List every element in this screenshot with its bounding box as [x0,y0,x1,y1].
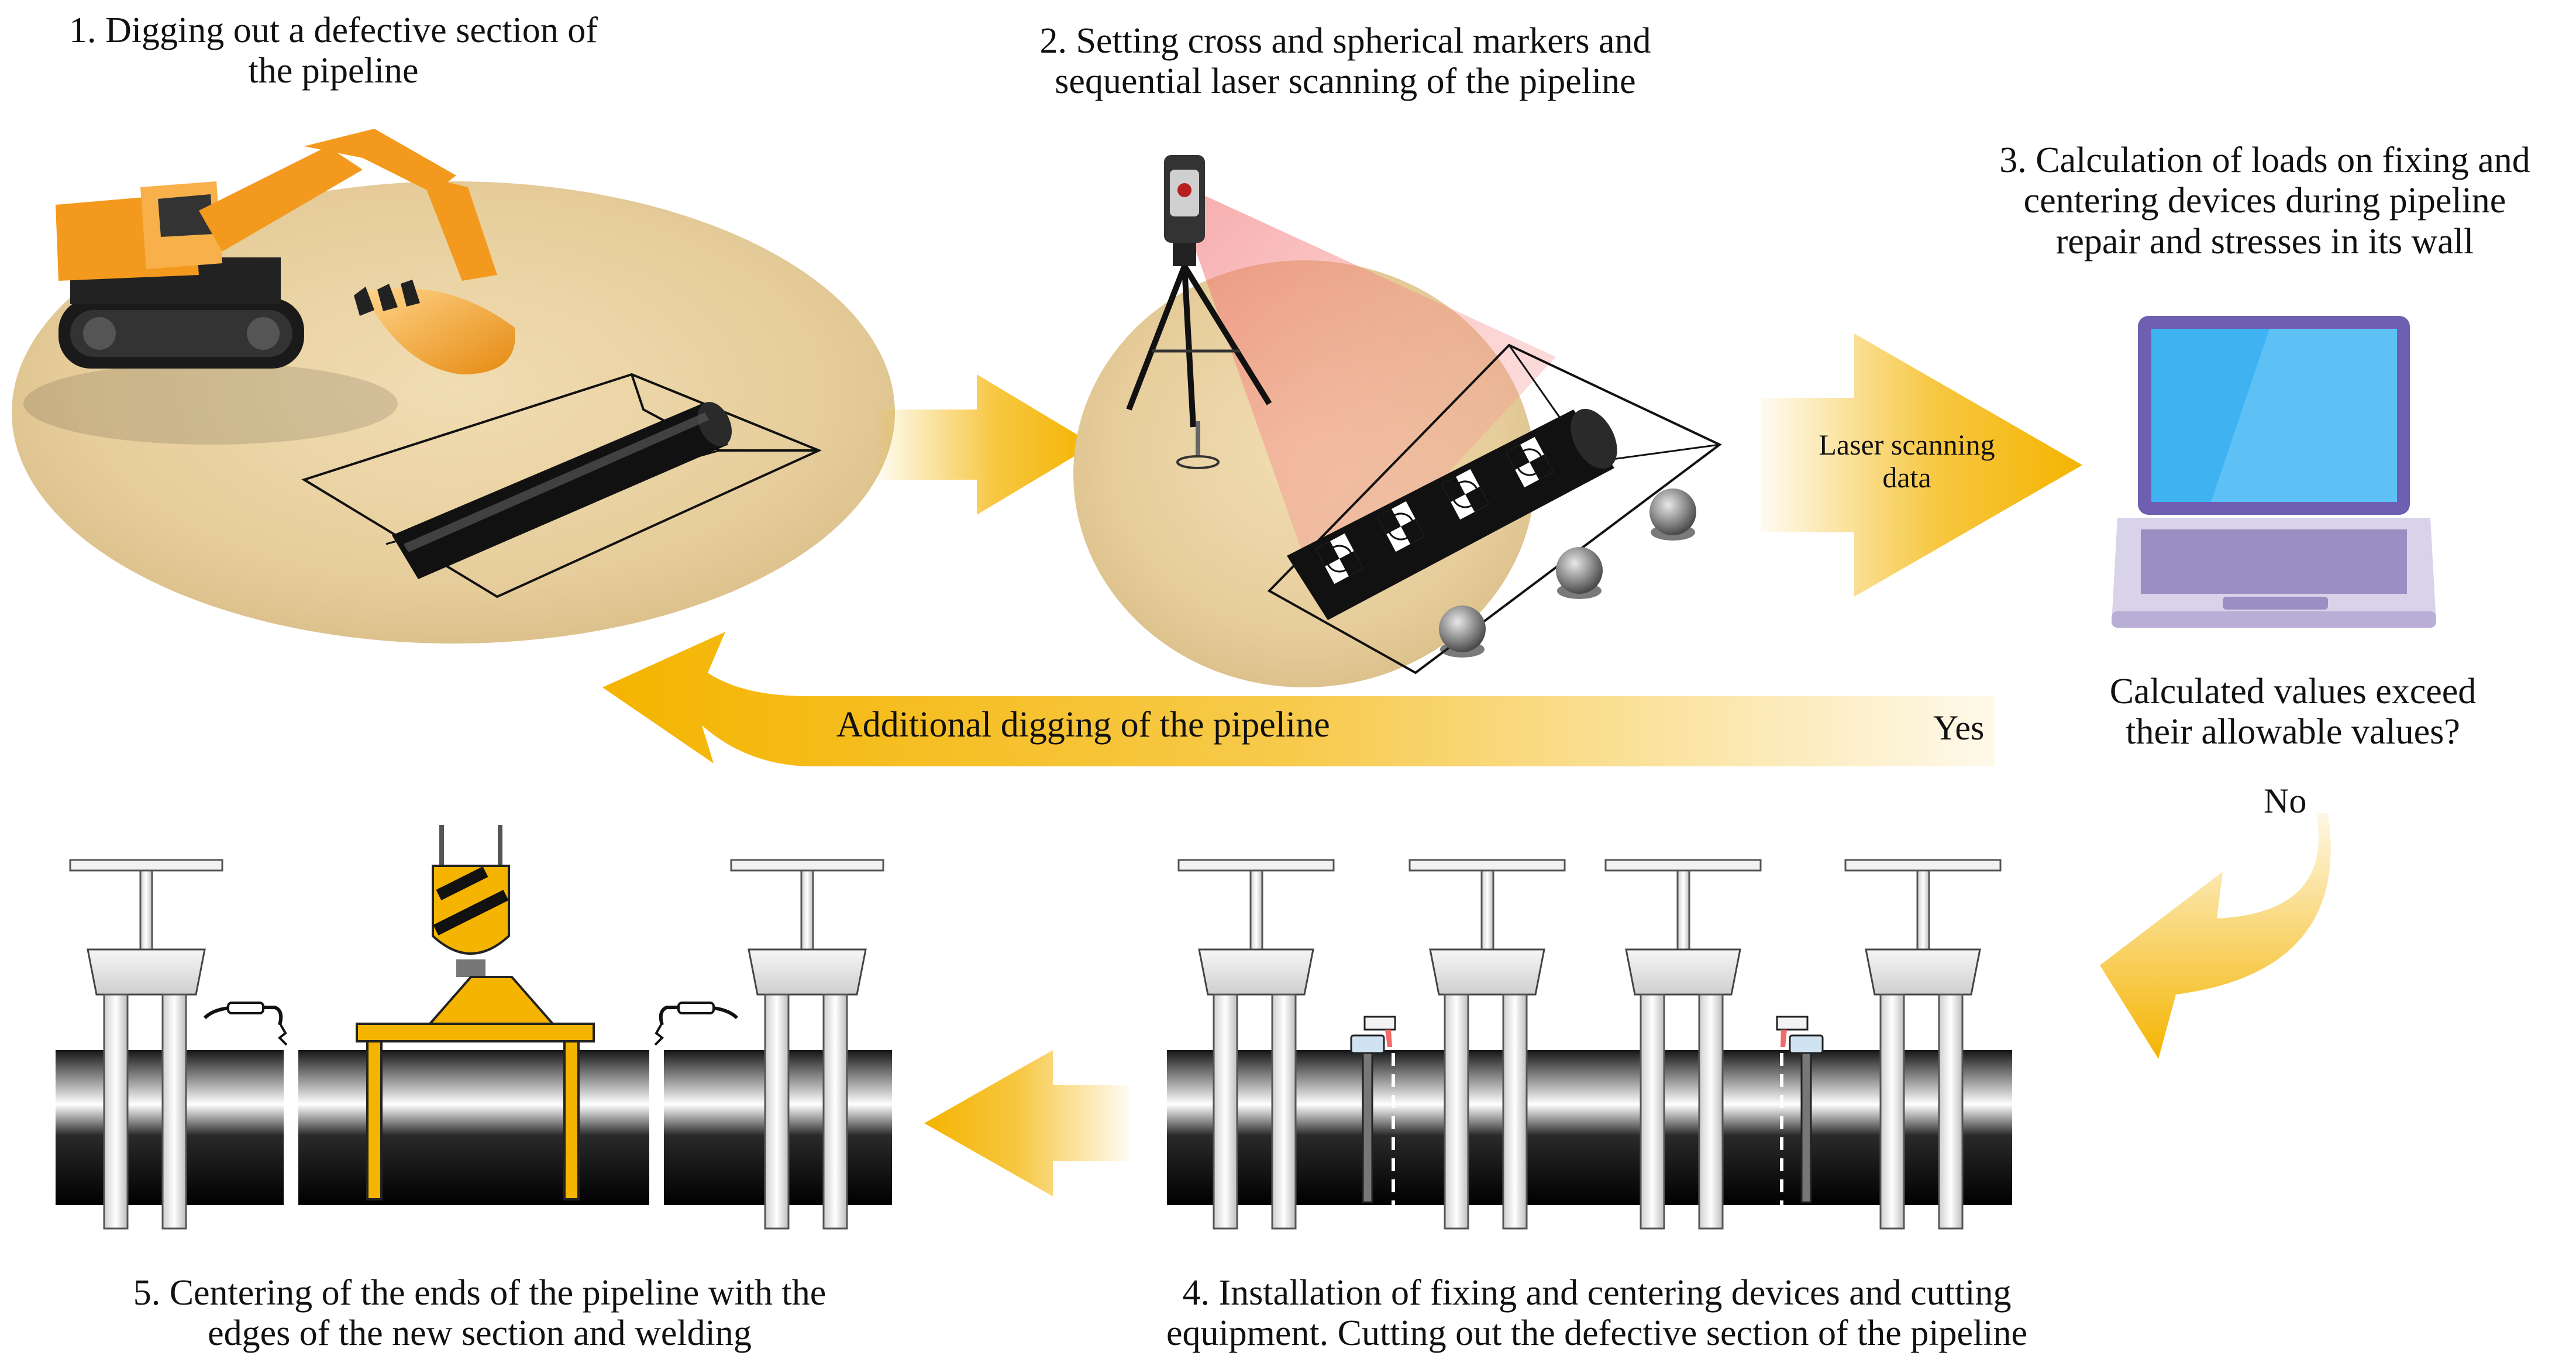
excavator-icon [23,129,515,445]
laser-beam [1182,193,1556,608]
spherical-markers [1439,488,1696,658]
arrow-step1-to-step2 [877,374,1094,515]
cross-markers [1315,436,1554,584]
step1-illustration [12,129,895,644]
decision-question: Calculated values exceed their allowable… [2109,672,2477,752]
cutting-tool [1776,1016,1824,1205]
step2-caption: 2. Setting cross and spherical markers a… [1039,21,1651,102]
arrow-step4-to-step5 [924,1050,1129,1196]
pipe-segment-1 [392,402,732,579]
step4-illustration [1167,859,2012,1230]
step5-illustration [56,825,892,1230]
welding-torch-icon [203,1002,288,1046]
arrow-step2-to-step3 [1761,333,2082,597]
step2-illustration [1073,155,1722,687]
centering-device [69,859,223,1230]
centering-device [730,859,884,1230]
welding-torch-icon [654,1002,739,1046]
laser-data-label: Laser scanning data [1819,428,1995,494]
additional-digging-label: Additional digging of the pipeline [836,705,1330,745]
step3-caption: 3. Calculation of loads on fixing and ce… [1999,140,2530,261]
arrow-no-curve [2100,813,2331,1059]
centering-device [1844,859,2002,1230]
arrow-additional-digging [602,632,1995,766]
no-label: No [2264,782,2307,820]
crane-hook-icon [432,825,510,977]
centering-device [1604,859,1762,1230]
step4-caption: 4. Installation of fixing and centering … [1166,1273,2028,1354]
centering-device [1408,859,1566,1230]
laptop-icon [2112,316,2436,628]
cutting-tool [1350,1016,1396,1205]
pipe-step4 [1167,1050,2012,1205]
pipe-new-section [298,1050,649,1205]
centering-device [1177,859,1335,1230]
laser-scanner-icon [1126,155,1272,469]
yes-label: Yes [1933,708,1985,747]
step5-caption: 5. Centering of the ends of the pipeline… [133,1273,826,1354]
lifting-frame [356,976,595,1200]
step1-caption: 1. Digging out a defective section of th… [69,11,598,91]
